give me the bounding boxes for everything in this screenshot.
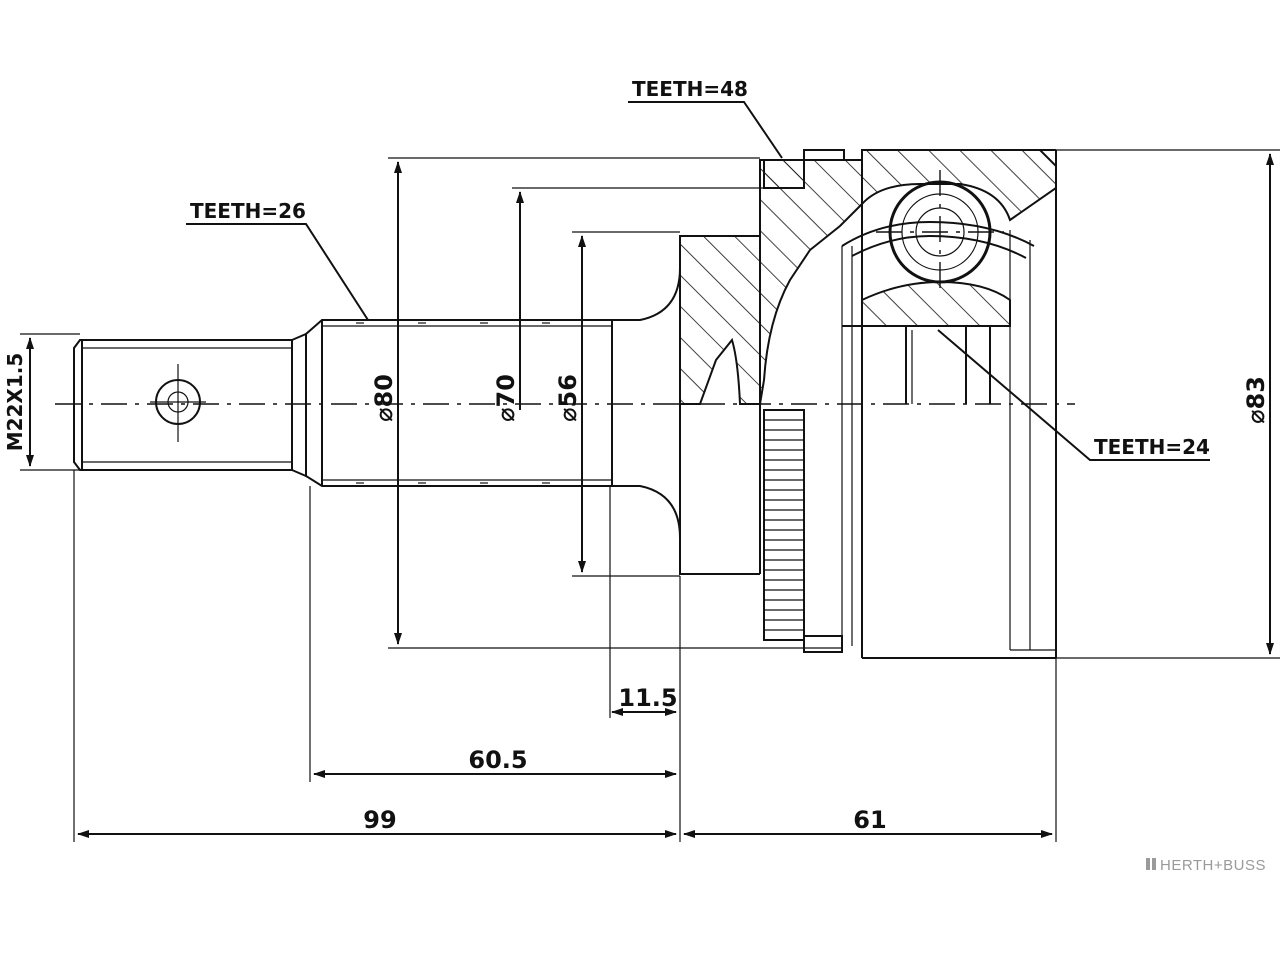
callout-teeth-48: TEETH=48 [632,77,748,101]
callout-teeth-26: TEETH=26 [190,199,306,223]
inner-race-section [842,280,1011,404]
callout-leaders [186,101,1210,461]
dim-dia-70: ⌀70 [492,374,520,422]
ball [876,170,1004,296]
splined-shaft [305,236,681,574]
dim-dia-80: ⌀80 [370,374,398,422]
callout-teeth-24: TEETH=24 [1094,435,1210,459]
dim-len-99: 99 [363,806,396,834]
brand-logo: HERTH+BUSS [1146,857,1266,874]
abs-ring [763,149,845,653]
dim-dia-56: ⌀56 [554,374,582,422]
dim-len-61: 61 [853,806,886,834]
dim-dia-83: ⌀83 [1242,376,1270,424]
dimension-arrows [26,153,1274,838]
dim-len-11-5: 11.5 [618,684,677,712]
brand-logo-text: HERTH+BUSS [1160,857,1266,874]
dim-thread: M22X1.5 [3,353,27,452]
threaded-stub [73,332,307,478]
dim-len-60-5: 60.5 [468,746,527,774]
extension-lines [20,149,1280,842]
